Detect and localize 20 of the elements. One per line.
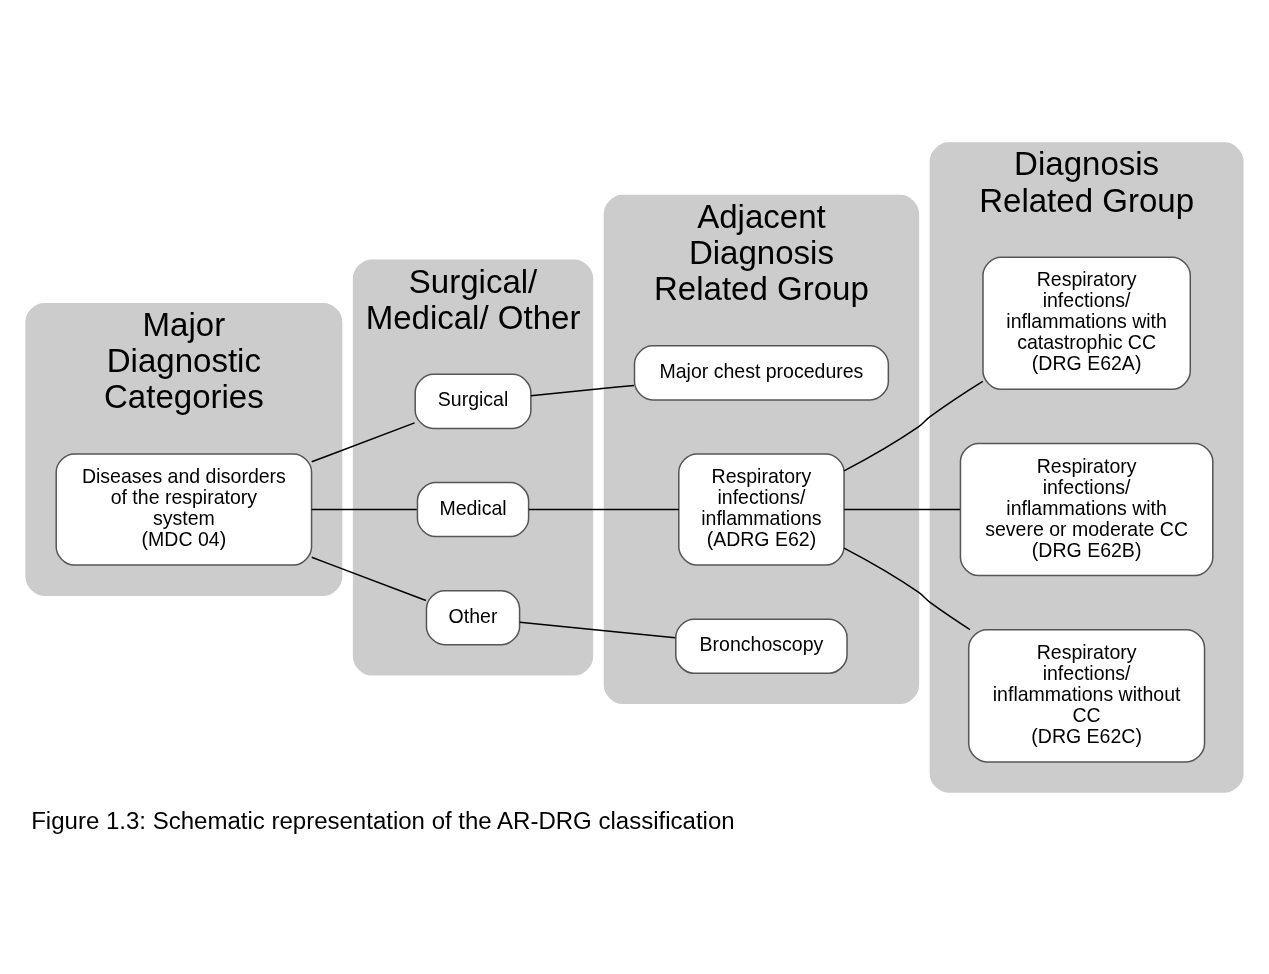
node-box: Major chest procedures — [633, 345, 890, 401]
caption: Figure 1.3: Schematic representation of the AR-DRG classification — [31, 807, 735, 835]
node-box: Respiratory infections/ inflammations with catastrophic CC (DRG E62A) — [982, 256, 1191, 391]
node-box: Respiratory infections/ inflammations (ADRG E62) — [678, 453, 845, 566]
connector — [843, 547, 971, 631]
node-box: Diseases and disorders of the respiratory system (MDC 04) — [55, 453, 313, 566]
node-box: Other — [425, 589, 521, 646]
connector — [528, 508, 680, 511]
node-box: Bronchoscopy — [675, 618, 848, 674]
connector — [530, 384, 635, 397]
node-box: Respiratory infections/ inflammations with severe or moderate CC (DRG E62B) — [959, 442, 1214, 577]
node-box: Surgical — [414, 373, 532, 430]
connector — [519, 621, 676, 639]
connector — [843, 380, 984, 472]
connector — [310, 508, 418, 511]
connector — [843, 508, 961, 511]
connector — [310, 422, 416, 463]
node-box: Respiratory infections/ inflammations without CC (DRG E62C) — [967, 628, 1206, 763]
connector — [310, 556, 427, 602]
node-box: Medical — [416, 481, 530, 538]
